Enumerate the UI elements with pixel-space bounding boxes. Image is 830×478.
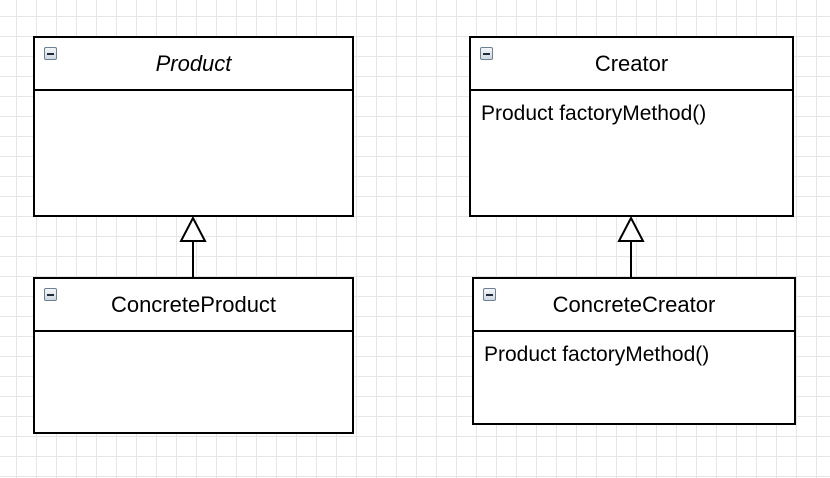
- collapse-icon[interactable]: [480, 47, 493, 60]
- class-name: Product: [155, 50, 232, 76]
- class-members: [35, 91, 352, 102]
- class-concrete-creator[interactable]: ConcreteCreator Product factoryMethod(): [472, 277, 796, 425]
- inheritance-arrowhead: [179, 215, 207, 242]
- inheritance-arrowhead: [617, 215, 645, 242]
- class-concrete-product[interactable]: ConcreteProduct: [33, 277, 354, 434]
- method-factory-method[interactable]: Product factoryMethod(): [484, 343, 710, 366]
- collapse-icon[interactable]: [44, 288, 57, 301]
- collapse-icon[interactable]: [483, 288, 496, 301]
- class-name: ConcreteCreator: [552, 291, 716, 317]
- generalization-concretecreator-to-creator[interactable]: [617, 215, 645, 277]
- class-name: Creator: [594, 50, 669, 76]
- class-product[interactable]: Product: [33, 36, 354, 217]
- class-members: Product factoryMethod(): [471, 91, 792, 126]
- collapse-icon[interactable]: [44, 47, 57, 60]
- method-factory-method[interactable]: Product factoryMethod(): [481, 102, 707, 125]
- generalization-concreteproduct-to-product[interactable]: [179, 215, 207, 277]
- class-creator[interactable]: Creator Product factoryMethod(): [469, 36, 794, 217]
- class-header: Product: [35, 38, 352, 91]
- class-header: ConcreteProduct: [35, 279, 352, 332]
- class-members: Product factoryMethod(): [474, 332, 794, 367]
- class-header: ConcreteCreator: [474, 279, 794, 332]
- class-members: [35, 332, 352, 343]
- class-header: Creator: [471, 38, 792, 91]
- class-name: ConcreteProduct: [110, 291, 277, 317]
